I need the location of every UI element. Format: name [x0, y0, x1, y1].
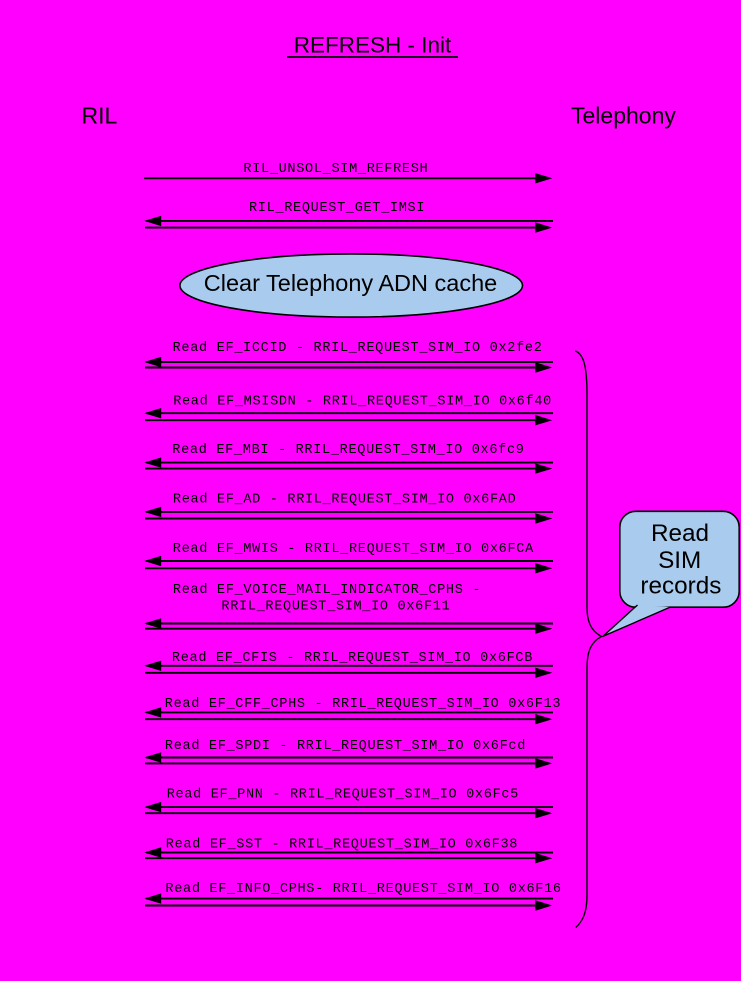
svg-text:Read EF_VOICE_MAIL_INDICATOR_C: Read EF_VOICE_MAIL_INDICATOR_CPHS - — [173, 583, 481, 598]
svg-text:Telephony: Telephony — [571, 103, 676, 129]
svg-text:Read EF_ICCID - RRIL_REQUEST_S: Read EF_ICCID - RRIL_REQUEST_SIM_IO 0x2f… — [173, 341, 543, 356]
svg-text:Read: Read — [651, 520, 709, 547]
svg-text:SIM: SIM — [658, 547, 701, 574]
svg-text:Read EF_AD - RRIL_REQUEST_SIM_: Read EF_AD - RRIL_REQUEST_SIM_IO 0x6FAD — [173, 493, 517, 508]
svg-text:RRIL_REQUEST_SIM_IO 0x6F11: RRIL_REQUEST_SIM_IO 0x6F11 — [221, 599, 450, 614]
svg-text:RIL: RIL — [82, 103, 118, 129]
svg-text:records: records — [640, 572, 721, 599]
svg-text:Read EF_MWIS - RRIL_REQUEST_SI: Read EF_MWIS - RRIL_REQUEST_SIM_IO 0x6FC… — [173, 542, 534, 557]
svg-text:Read EF_CFIS - RRIL_REQUEST_SI: Read EF_CFIS - RRIL_REQUEST_SIM_IO 0x6FC… — [172, 651, 533, 666]
svg-text:Clear Telephony ADN cache: Clear Telephony ADN cache — [204, 270, 498, 296]
svg-text:Read EF_SST - RRIL_REQUEST_SIM: Read EF_SST - RRIL_REQUEST_SIM_IO 0x6F38 — [166, 837, 518, 852]
svg-text:Read EF_MBI - RRIL_REQUEST_SIM: Read EF_MBI - RRIL_REQUEST_SIM_IO 0x6fc9 — [172, 443, 524, 458]
svg-text:RIL_REQUEST_GET_IMSI: RIL_REQUEST_GET_IMSI — [249, 201, 425, 216]
svg-text:Read EF_INFO_CPHS- RRIL_REQUES: Read EF_INFO_CPHS- RRIL_REQUEST_SIM_IO 0… — [165, 882, 561, 897]
svg-text:Read EF_CFF_CPHS - RRIL_REQUES: Read EF_CFF_CPHS - RRIL_REQUEST_SIM_IO 0… — [165, 697, 561, 712]
svg-text:Read EF_PNN - RRIL_REQUEST_SIM: Read EF_PNN - RRIL_REQUEST_SIM_IO 0x6Fc5 — [167, 787, 519, 802]
svg-text:Read EF_MSISDN - RRIL_REQUEST_: Read EF_MSISDN - RRIL_REQUEST_SIM_IO 0x6… — [173, 395, 552, 410]
svg-text:RIL_UNSOL_SIM_REFRESH: RIL_UNSOL_SIM_REFRESH — [243, 162, 428, 177]
svg-text:Read EF_SPDI - RRIL_REQUEST_SI: Read EF_SPDI - RRIL_REQUEST_SIM_IO 0x6Fc… — [165, 739, 526, 754]
svg-text:REFRESH - Init: REFRESH - Init — [294, 32, 452, 57]
